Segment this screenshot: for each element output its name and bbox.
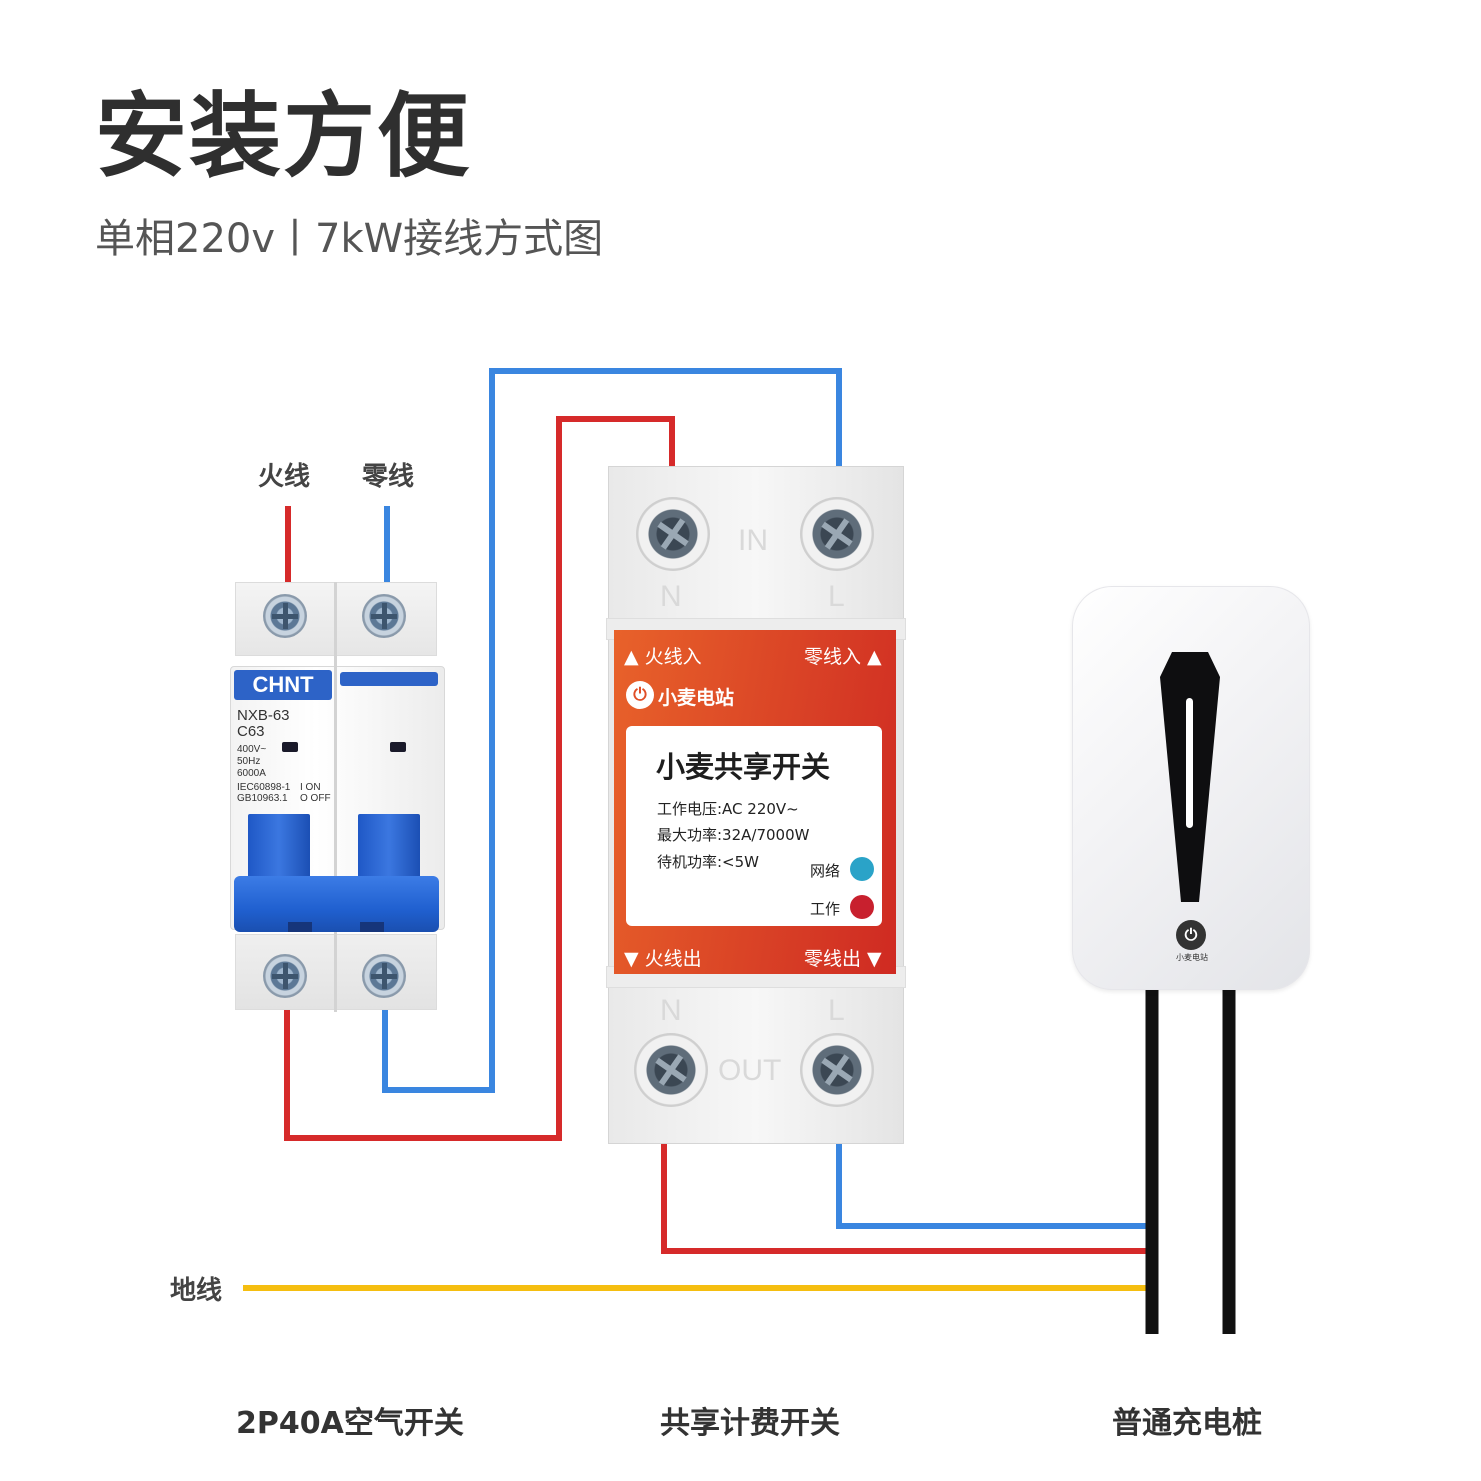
breaker-spec: 400V~ [237, 744, 267, 755]
breaker-pole-divider [334, 582, 337, 1012]
switch-info-card: 小麦共享开关 工作电压:AC 220V~ 最大功率:32A/7000W 待机功率… [626, 726, 882, 926]
charger-caption: 普通充电桩 [1112, 1406, 1262, 1441]
breaker-spec: 50Hz [237, 756, 261, 767]
breaker-on-label: I ON [300, 782, 321, 793]
embossed-l-label: L [828, 994, 845, 1027]
breaker-off-label: O OFF [300, 793, 331, 804]
breaker-indicator-window [282, 742, 298, 752]
live-wire-switch-to-charger [661, 1142, 1146, 1254]
breaker-caption: 2P40A空气开关 [236, 1406, 464, 1441]
breaker-spec: 6000A [237, 768, 266, 779]
embossed-in-label: IN [738, 524, 768, 557]
plug-logo-icon: ⏻ [1176, 920, 1206, 950]
breaker-brand: CHNT [234, 670, 332, 700]
breaker-lever[interactable] [248, 814, 310, 884]
screw-icon [362, 594, 406, 638]
ground-wire-label: 地线 [170, 1276, 223, 1306]
live-out-label: ▼ 火线出 [624, 948, 702, 970]
network-indicator-label: 网络 [810, 862, 841, 880]
screw-icon [263, 594, 307, 638]
breaker-spec: IEC60898-1 [237, 782, 291, 793]
embossed-n-label: N [660, 580, 682, 613]
screw-icon [362, 954, 406, 998]
work-indicator-led [850, 895, 874, 919]
ev-charger: ⏻ 小麦电站 [1072, 586, 1310, 990]
handle-slot [288, 922, 312, 932]
switch-logo-text: 小麦电站 [658, 687, 735, 709]
plug-logo-icon: ⏻ [626, 681, 654, 709]
breaker-brand-strip [340, 672, 438, 686]
spec-voltage: 工作电压:AC 220V~ [657, 800, 799, 818]
shared-billing-switch: IN N L N L OUT ▲ 火线入 零线入 ▲ ⏻ 小麦电站 小麦共享开关… [606, 466, 906, 1144]
page-subtitle: 单相220v丨7kW接线方式图 [95, 216, 604, 262]
spec-standby-power: 待机功率:<5W [657, 853, 759, 871]
neutral-in-label: 零线入 ▲ [804, 646, 882, 668]
screw-icon [263, 954, 307, 998]
neutral-wire-label: 零线 [362, 462, 415, 492]
charger-logo-text: 小麦电站 [1176, 953, 1208, 962]
screw-icon [800, 1033, 874, 1107]
product-name: 小麦共享开关 [656, 750, 831, 784]
neutral-wire-switch-to-charger [836, 1142, 1146, 1229]
page-title: 安装方便 [95, 83, 472, 190]
switch-caption: 共享计费开关 [660, 1406, 840, 1441]
neutral-wire-breaker-to-switch [382, 368, 842, 1093]
breaker-toggle-handle[interactable] [234, 876, 439, 932]
screw-icon [634, 1033, 708, 1107]
network-indicator-led [850, 857, 874, 881]
screw-icon [800, 497, 874, 571]
charger-light-bar [1186, 698, 1193, 828]
live-in-label: ▲ 火线入 [624, 646, 702, 668]
breaker-rating: C63 [237, 723, 265, 740]
breaker-spec: GB10963.1 [237, 793, 288, 804]
breaker-model: NXB-63 [237, 707, 290, 724]
neutral-out-label: 零线出 ▼ [804, 948, 882, 970]
embossed-out-label: OUT [718, 1054, 782, 1087]
embossed-n-label: N [660, 994, 682, 1027]
screw-icon [636, 497, 710, 571]
breaker-lever[interactable] [358, 814, 420, 884]
live-wire-label: 火线 [258, 462, 311, 492]
work-indicator-label: 工作 [810, 900, 841, 918]
handle-slot [360, 922, 384, 932]
air-circuit-breaker: CHNT NXB-63 C63 400V~ 50Hz 6000A IEC6089… [230, 582, 445, 1012]
breaker-indicator-window [390, 742, 406, 752]
spec-max-power: 最大功率:32A/7000W [657, 826, 810, 844]
embossed-l-label: L [828, 580, 845, 613]
live-wire-breaker-to-switch [284, 416, 675, 1141]
